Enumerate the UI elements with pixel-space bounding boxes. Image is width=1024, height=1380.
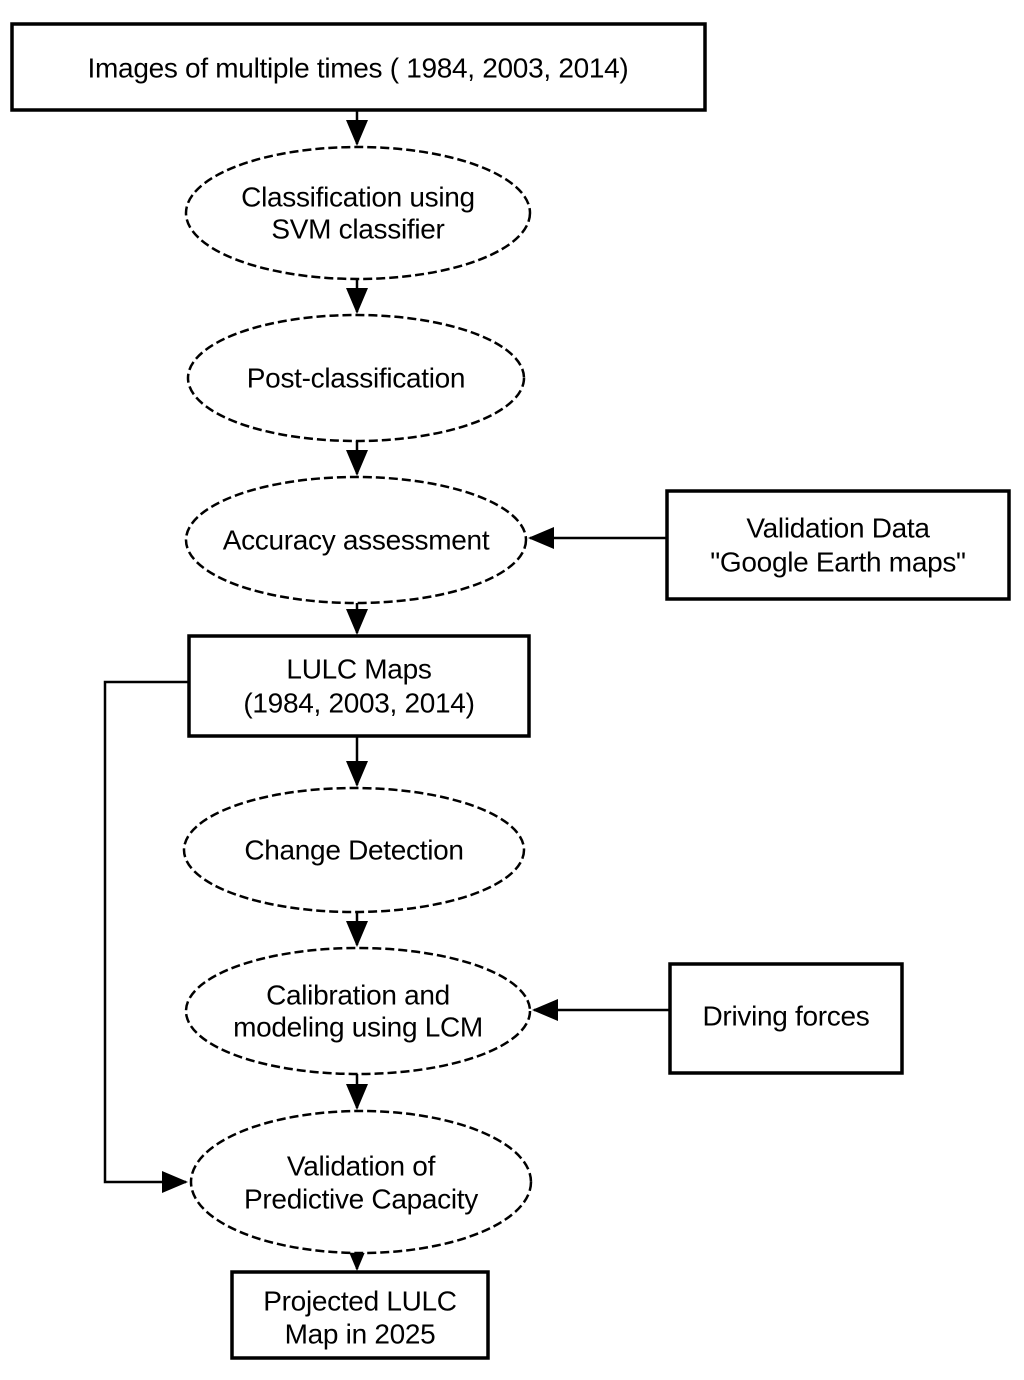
node-driving-forces-label: Driving forces — [703, 1001, 870, 1032]
node-calibration-ellipse — [184, 946, 532, 1076]
node-projected-label-line2: Map in 2025 — [285, 1319, 436, 1350]
node-calibration-label-line1: Calibration and — [266, 980, 450, 1011]
node-lulc-maps-label-line2: (1984, 2003, 2014) — [243, 688, 474, 719]
node-validation-capacity-label-line2: Predictive Capacity — [244, 1184, 478, 1215]
node-post-classification-ellipse — [186, 313, 526, 443]
node-post-classification-label: Post-classification — [247, 363, 465, 394]
node-validation-capacity-ellipse — [189, 1109, 533, 1255]
node-classification-label-line1: Classification using — [241, 182, 475, 213]
node-validation-data-rect — [665, 489, 1011, 601]
node-change-detection-ellipse — [182, 786, 526, 914]
node-lulc-maps-rect — [187, 634, 531, 738]
node-projected-label-line1: Projected LULC — [263, 1286, 457, 1317]
node-validation-capacity-label-line1: Validation of — [287, 1151, 436, 1182]
node-images-label: Images of multiple times ( 1984, 2003, 2… — [88, 53, 629, 84]
node-accuracy-label: Accuracy assessment — [223, 525, 490, 556]
node-lulc-maps-label-line1: LULC Maps — [286, 654, 431, 685]
node-classification-label-line2: SVM classifier — [271, 214, 444, 245]
node-change-detection-label: Change Detection — [244, 835, 463, 866]
node-accuracy-ellipse — [184, 475, 528, 605]
edge-lulc-maps-to-validation-capacity-feedback — [103, 680, 189, 1193]
node-classification-ellipse — [184, 145, 532, 281]
node-validation-data-label-line2: "Google Earth maps" — [710, 547, 965, 578]
node-images-rect — [10, 22, 707, 112]
node-projected-rect — [230, 1270, 490, 1360]
node-driving-forces-rect — [668, 962, 904, 1075]
node-calibration-label-line2: modeling using LCM — [233, 1012, 483, 1043]
node-validation-data-label-line1: Validation Data — [746, 513, 930, 544]
